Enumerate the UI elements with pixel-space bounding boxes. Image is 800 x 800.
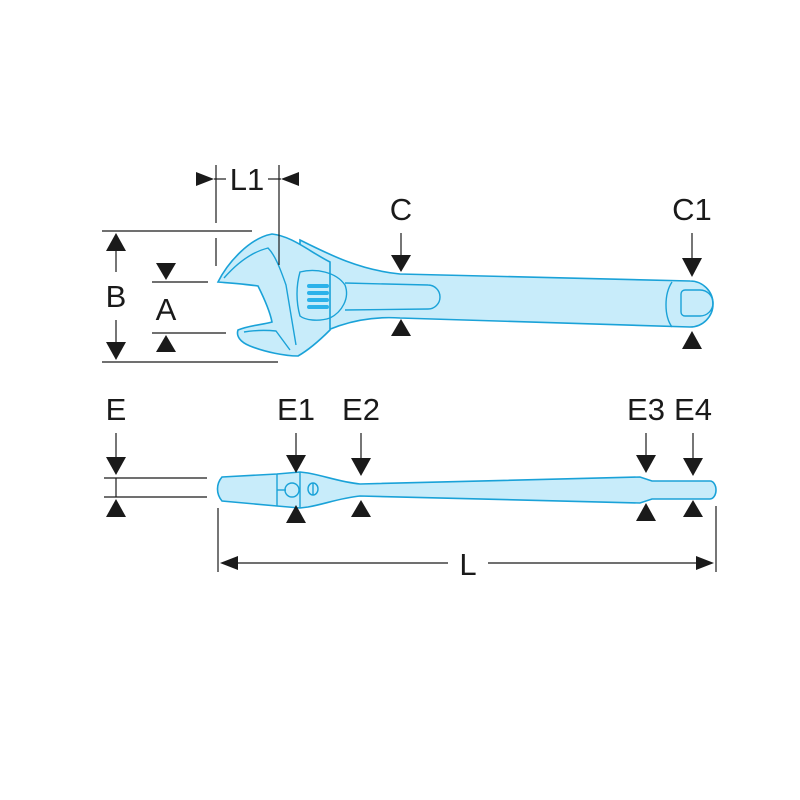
label-E2: E2	[342, 392, 380, 427]
wrench-side-body	[216, 471, 717, 509]
label-E1: E1	[277, 392, 315, 427]
dimension-L: L	[217, 506, 717, 582]
wrench-top-view	[216, 233, 714, 357]
dimension-C1: C1	[672, 192, 712, 349]
wrench-handle	[299, 238, 714, 347]
dimension-E2: E2	[342, 392, 380, 517]
dimension-L1: L1	[196, 162, 299, 266]
label-E3: E3	[627, 392, 665, 427]
label-L: L	[459, 547, 476, 582]
dimension-B: B	[102, 230, 278, 363]
label-L1: L1	[230, 162, 264, 197]
handle-slot	[344, 282, 441, 311]
label-A: A	[156, 292, 177, 327]
wrench-side-view	[216, 471, 717, 509]
dimension-E: E	[104, 392, 207, 517]
label-C1: C1	[672, 192, 712, 227]
dimension-A: A	[152, 263, 226, 352]
pivot-pin	[284, 482, 300, 498]
label-C: C	[390, 192, 412, 227]
worm-screw	[307, 284, 329, 309]
label-E4: E4	[674, 392, 712, 427]
dimension-E1: E1	[277, 392, 315, 523]
worm-housing	[296, 269, 348, 321]
wrench-head	[216, 233, 331, 357]
label-E: E	[106, 392, 127, 427]
hang-ring	[665, 281, 673, 328]
label-B: B	[106, 279, 127, 314]
dimension-C: C	[390, 192, 412, 336]
dimension-E3: E3	[627, 392, 665, 521]
dimension-E4: E4	[674, 392, 712, 517]
